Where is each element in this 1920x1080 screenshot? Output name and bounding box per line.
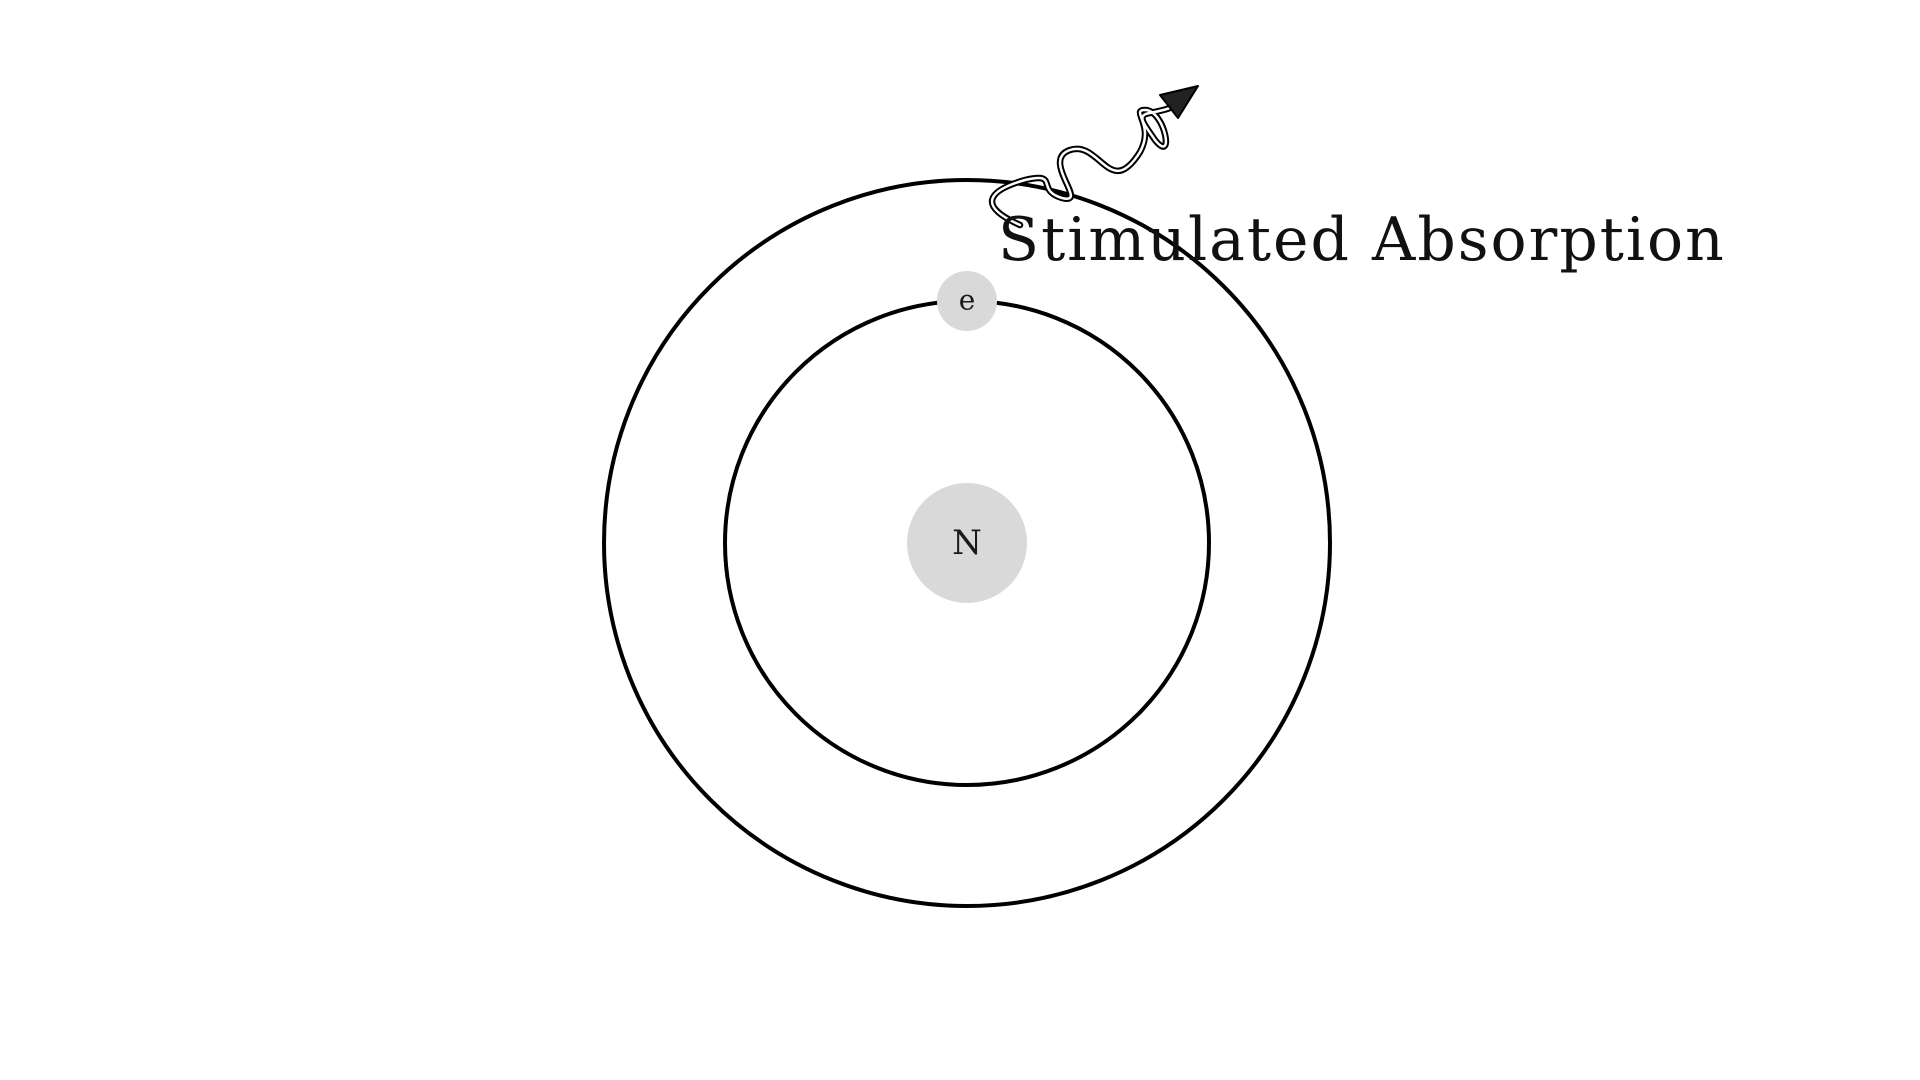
electron-label: e [959,284,976,317]
diagram-caption: Stimulated Absorption [998,205,1726,275]
wavy-arrow-icon [988,85,1199,229]
outer-orbit [602,178,1332,908]
nucleus-label: N [952,523,982,563]
nucleus [907,483,1027,603]
electron [937,271,997,331]
arrowhead-icon [1159,85,1199,119]
